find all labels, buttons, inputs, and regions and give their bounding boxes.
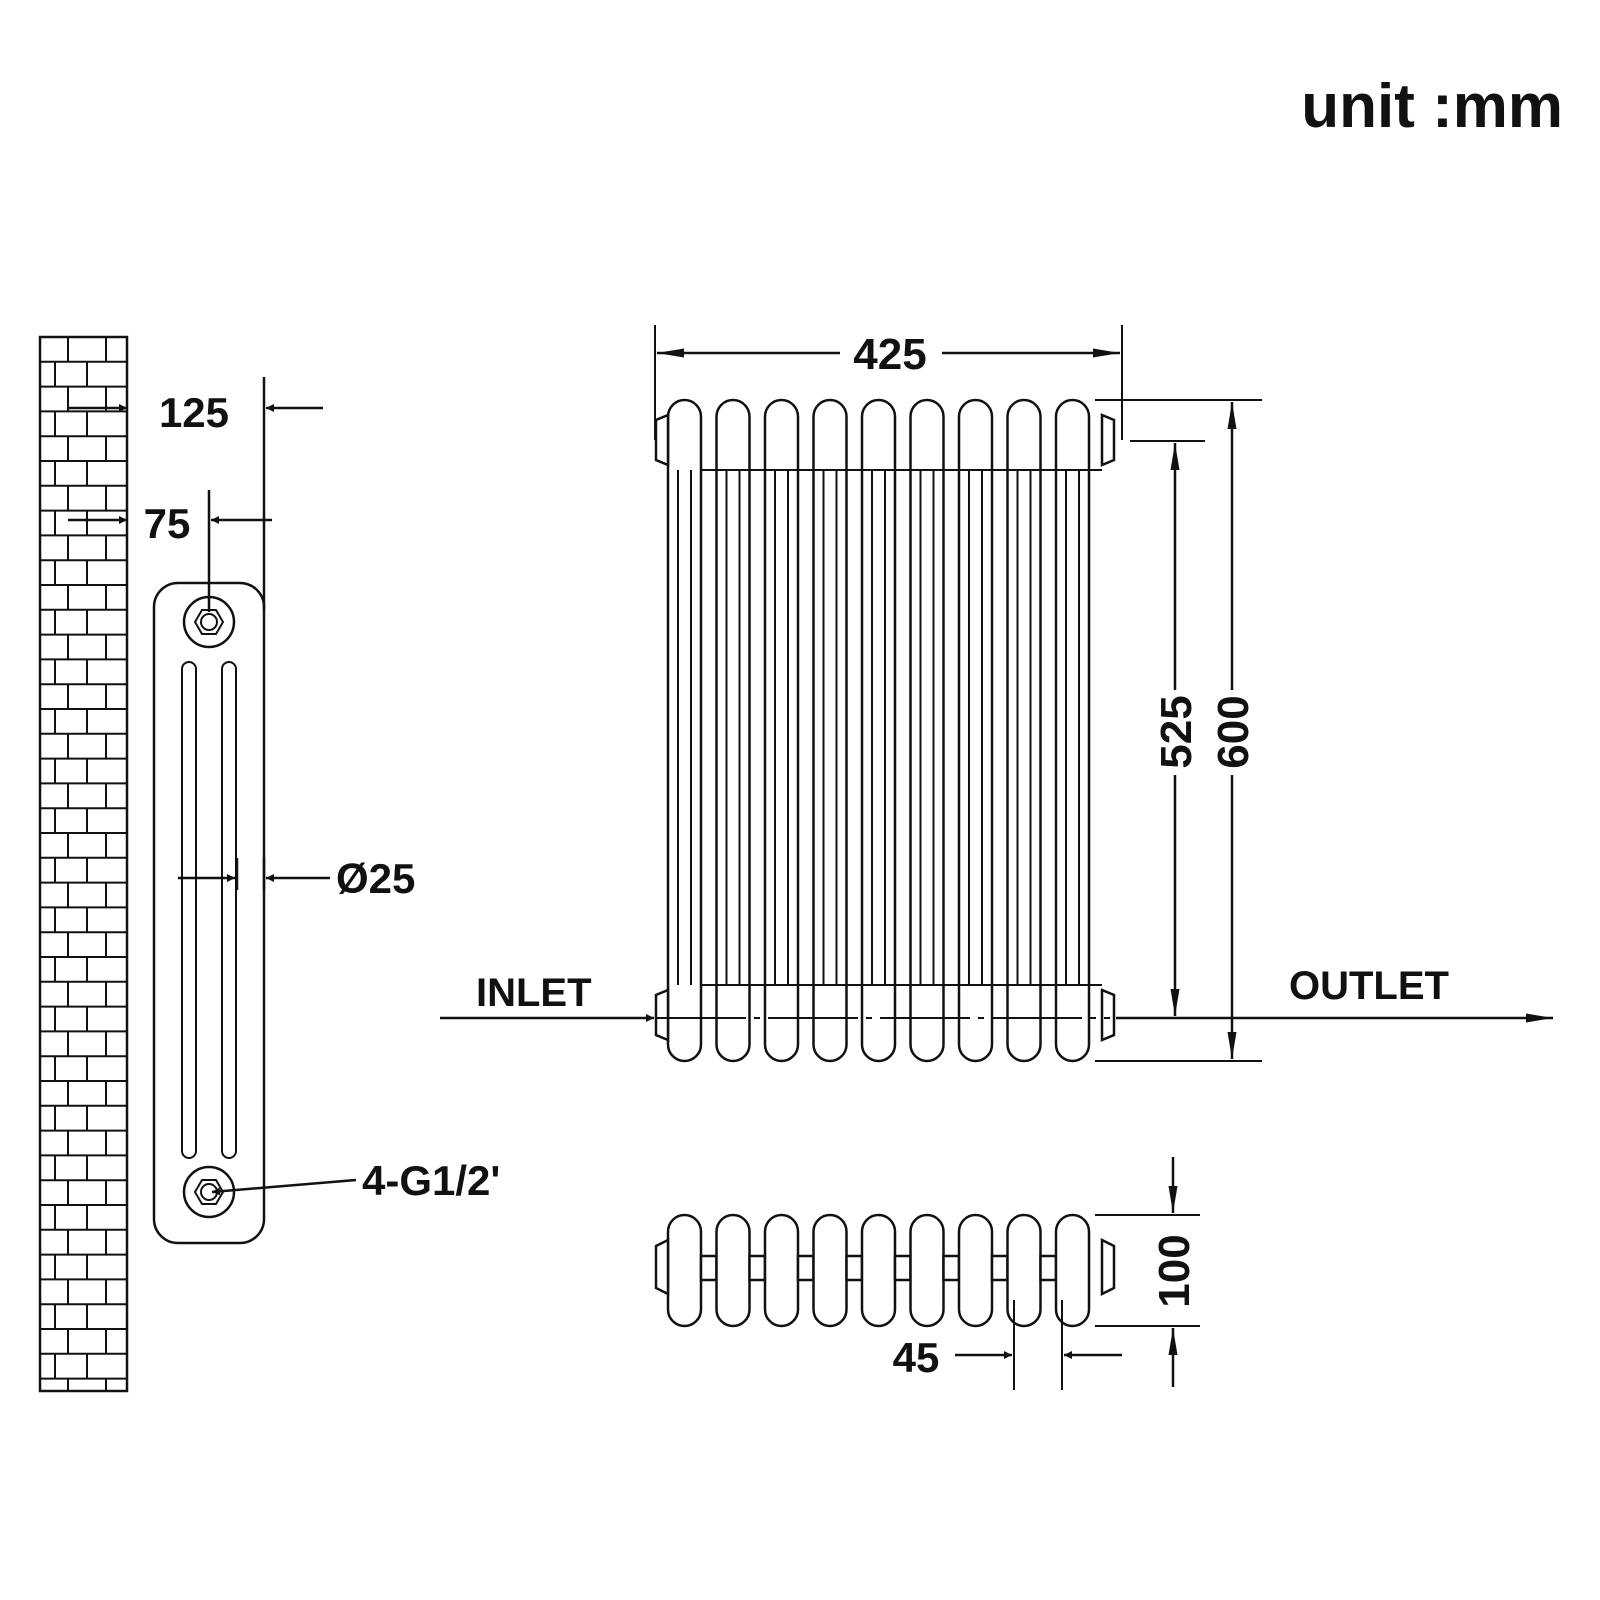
brick-wall bbox=[38, 335, 129, 1393]
front-columns bbox=[666, 398, 1091, 1063]
top-view-connector bbox=[748, 1254, 767, 1282]
dim-pipe-centers-525: 525 bbox=[1152, 695, 1201, 768]
radiator-column bbox=[715, 398, 751, 1063]
top-view-connector bbox=[796, 1254, 815, 1282]
dim-depth-125: 125 bbox=[159, 389, 229, 436]
top-view-column bbox=[812, 1213, 848, 1328]
top-view-column bbox=[1054, 1213, 1091, 1328]
radiator-column bbox=[1054, 398, 1091, 1063]
connection-label: 4-G1/2' bbox=[362, 1157, 500, 1204]
top-view-column bbox=[1006, 1213, 1042, 1328]
dim-pitch-45: 45 bbox=[893, 1334, 940, 1381]
top-view-connector bbox=[942, 1254, 961, 1282]
outlet-label: OUTLET bbox=[1289, 964, 1449, 1008]
top-view-column bbox=[957, 1213, 994, 1328]
top-view-connector bbox=[990, 1254, 1009, 1282]
radiator-side-body bbox=[152, 581, 266, 1245]
inlet-label: INLET bbox=[476, 971, 592, 1015]
radiator-column bbox=[812, 398, 848, 1063]
tube-slot bbox=[181, 661, 197, 1159]
dim-height-600: 600 bbox=[1209, 695, 1258, 768]
left-bottom-plug bbox=[654, 988, 670, 1042]
connection-leader-line bbox=[211, 1178, 357, 1196]
top-view-column bbox=[715, 1213, 751, 1328]
left-top-plug bbox=[654, 413, 670, 467]
radiator-column bbox=[957, 398, 994, 1063]
dim-pipe-offset-75: 75 bbox=[144, 500, 191, 547]
right-bottom-plug bbox=[1100, 988, 1116, 1042]
top-view-column bbox=[666, 1213, 703, 1328]
tube-slot bbox=[221, 661, 237, 1159]
radiator-column bbox=[909, 398, 945, 1063]
top-view-connector bbox=[699, 1254, 718, 1282]
radiator-column bbox=[763, 398, 800, 1063]
top-view: 100 45 bbox=[654, 1157, 1200, 1390]
front-view: 425 600 525 INLET OUTLET bbox=[440, 325, 1553, 1063]
top-view-column bbox=[909, 1213, 945, 1328]
top-view-column bbox=[860, 1213, 897, 1328]
dim-tube-diameter: Ø25 bbox=[336, 855, 415, 902]
top-columns bbox=[666, 1213, 1091, 1328]
top-view-left-plug bbox=[654, 1237, 670, 1297]
side-view: 125 75 Ø25 4-G1/2' bbox=[38, 335, 500, 1393]
top-view-column bbox=[763, 1213, 800, 1328]
top-view-right-plug bbox=[1100, 1237, 1116, 1297]
top-view-connector bbox=[1039, 1254, 1058, 1282]
top-view-connector bbox=[845, 1254, 864, 1282]
right-top-plug bbox=[1100, 413, 1116, 467]
dim-width-425: 425 bbox=[853, 330, 926, 379]
top-view-connector bbox=[893, 1254, 912, 1282]
radiator-column bbox=[860, 398, 897, 1063]
dim-top-depth-100: 100 bbox=[1150, 1234, 1199, 1307]
unit-label: unit :mm bbox=[1301, 72, 1563, 141]
radiator-column bbox=[1006, 398, 1042, 1063]
radiator-column bbox=[666, 398, 703, 1063]
